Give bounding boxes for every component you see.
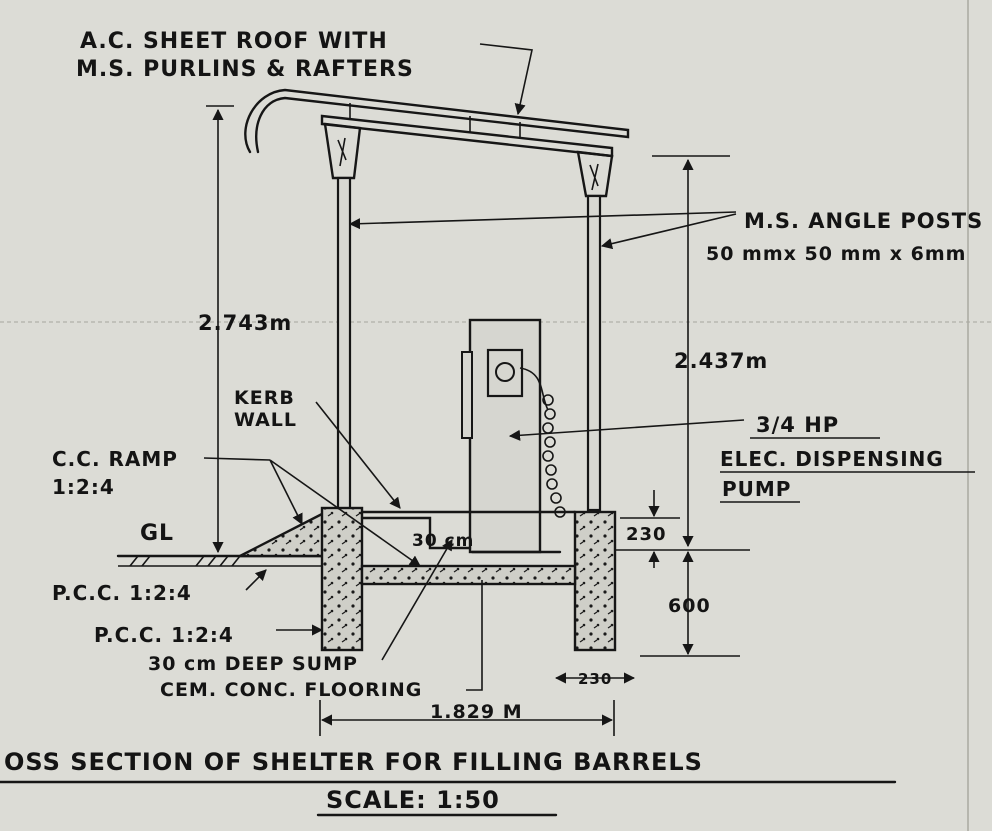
dim-post-height (652, 155, 730, 548)
left-angle-post (336, 176, 352, 512)
height-total-label: 2.743m (198, 311, 292, 335)
cc-ramp (239, 512, 330, 558)
roof-label-line1: A.C. SHEET ROOF WITH (80, 29, 388, 54)
kerb-label-line2: WALL (234, 409, 297, 431)
kerb-label-line1: KERB (234, 387, 295, 409)
right-post-bracket (576, 150, 614, 198)
posts-label-line1: M.S. ANGLE POSTS (744, 209, 983, 233)
roof-sheet (244, 88, 630, 158)
roof-label-line2: M.S. PURLINS & RAFTERS (76, 57, 414, 82)
left-post-bracket (323, 122, 362, 180)
sump-label-line2: CEM. CONC. FLOORING (160, 679, 422, 701)
right-angle-post (586, 194, 602, 512)
pump-hose (542, 394, 566, 518)
posts-label-line2: 50 mmx 50 mm x 6mm (706, 243, 966, 265)
pump-label-line2: ELEC. DISPENSING (720, 447, 944, 471)
pcc-label-2: P.C.C. 1:2:4 (94, 623, 234, 647)
dim-600 (640, 550, 740, 657)
height-post-label: 2.437m (674, 349, 768, 373)
pump-label-line1: 3/4 HP (756, 413, 839, 437)
ramp-label-line1: C.C. RAMP (52, 447, 178, 471)
ramp-label-line2: 1:2:4 (52, 475, 115, 499)
dim-width-label: 1.829 M (430, 701, 523, 723)
ground-level-label: GL (140, 521, 174, 546)
sump-floor (360, 510, 577, 586)
dim-width (319, 700, 615, 736)
ground-level-line (116, 554, 332, 567)
dim-600-label: 600 (668, 595, 711, 617)
dim-230-bottom-label: 230 (578, 670, 612, 688)
left-kerb-wall (320, 506, 364, 652)
right-kerb-wall (573, 510, 617, 652)
sump-label-line1: 30 cm DEEP SUMP (148, 653, 358, 675)
leader-lines (203, 43, 745, 691)
pcc-label-1: P.C.C. 1:2:4 (52, 581, 192, 605)
dispensing-pump (461, 318, 566, 554)
scale-label: SCALE: 1:50 (326, 786, 500, 814)
pump-label-line3: PUMP (722, 477, 791, 501)
dim-230-top-label: 230 (626, 524, 667, 545)
drawing-title: OSS SECTION OF SHELTER FOR FILLING BARRE… (4, 748, 703, 776)
sump-depth-label: 30 cm (412, 531, 474, 551)
dim-total-height (206, 105, 234, 554)
dim-kerb-230 (616, 490, 750, 568)
